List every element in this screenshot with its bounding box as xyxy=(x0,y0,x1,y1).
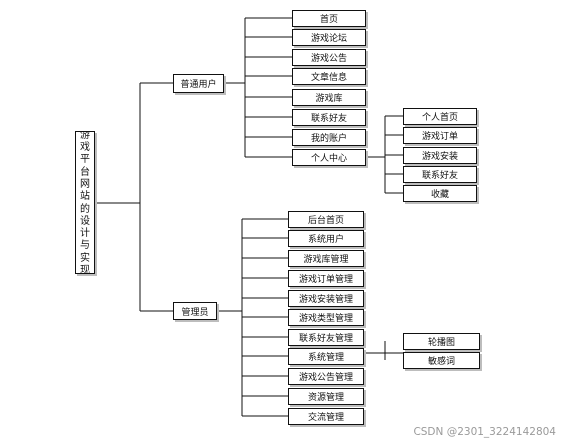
admin-item-order-mgmt: 游戏订单管理 xyxy=(288,270,364,287)
admin-item-install-mgmt: 游戏安装管理 xyxy=(288,290,364,307)
admin-item-dashboard: 后台首页 xyxy=(288,211,364,228)
personal-item-favorites: 收藏 xyxy=(403,185,477,202)
root-char: 计 xyxy=(80,228,90,240)
root-char: 戏 xyxy=(80,142,90,154)
root-char: 与 xyxy=(80,240,90,252)
root-char: 台 xyxy=(80,166,90,178)
system-item-sensitive-words: 敏感词 xyxy=(403,352,480,369)
user-item-game-library: 游戏库 xyxy=(292,89,366,106)
regular-user-node: 普通用户 xyxy=(173,74,224,93)
root-char: 游 xyxy=(80,131,90,141)
user-item-contacts: 联系好友 xyxy=(292,109,366,126)
root-node: 游 戏 平 台 网 站 的 设 计 与 实 现 xyxy=(75,131,95,274)
user-item-forum: 游戏论坛 xyxy=(292,29,366,46)
admin-item-library-mgmt: 游戏库管理 xyxy=(288,250,364,267)
root-char: 的 xyxy=(80,203,90,215)
root-char: 设 xyxy=(80,215,90,227)
admin-item-type-mgmt: 游戏类型管理 xyxy=(288,309,364,326)
user-item-announcement: 游戏公告 xyxy=(292,49,366,66)
admin-item-system-users: 系统用户 xyxy=(288,230,364,247)
personal-item-orders: 游戏订单 xyxy=(403,127,477,144)
root-char: 实 xyxy=(80,252,90,264)
root-char: 平 xyxy=(80,154,90,166)
admin-item-contacts-mgmt: 联系好友管理 xyxy=(288,329,364,346)
user-item-home: 首页 xyxy=(292,10,366,27)
personal-item-install: 游戏安装 xyxy=(403,147,477,164)
watermark: CSDN @2301_3224142804 xyxy=(413,426,556,438)
root-char: 现 xyxy=(80,264,90,274)
system-item-carousel: 轮播图 xyxy=(403,333,480,350)
admin-item-system-mgmt: 系统管理 xyxy=(288,348,364,365)
admin-item-announcement-mgmt: 游戏公告管理 xyxy=(288,368,364,385)
root-char: 网 xyxy=(80,178,90,190)
personal-item-home: 个人首页 xyxy=(403,108,477,125)
user-item-personal-center: 个人中心 xyxy=(292,149,366,166)
root-char: 站 xyxy=(80,191,90,203)
admin-node: 管理员 xyxy=(173,302,217,320)
admin-item-resource-mgmt: 资源管理 xyxy=(288,388,364,405)
user-item-my-account: 我的账户 xyxy=(292,129,366,146)
personal-item-contacts: 联系好友 xyxy=(403,166,477,183)
admin-item-exchange-mgmt: 交流管理 xyxy=(288,408,364,425)
user-item-articles: 文章信息 xyxy=(292,68,366,85)
